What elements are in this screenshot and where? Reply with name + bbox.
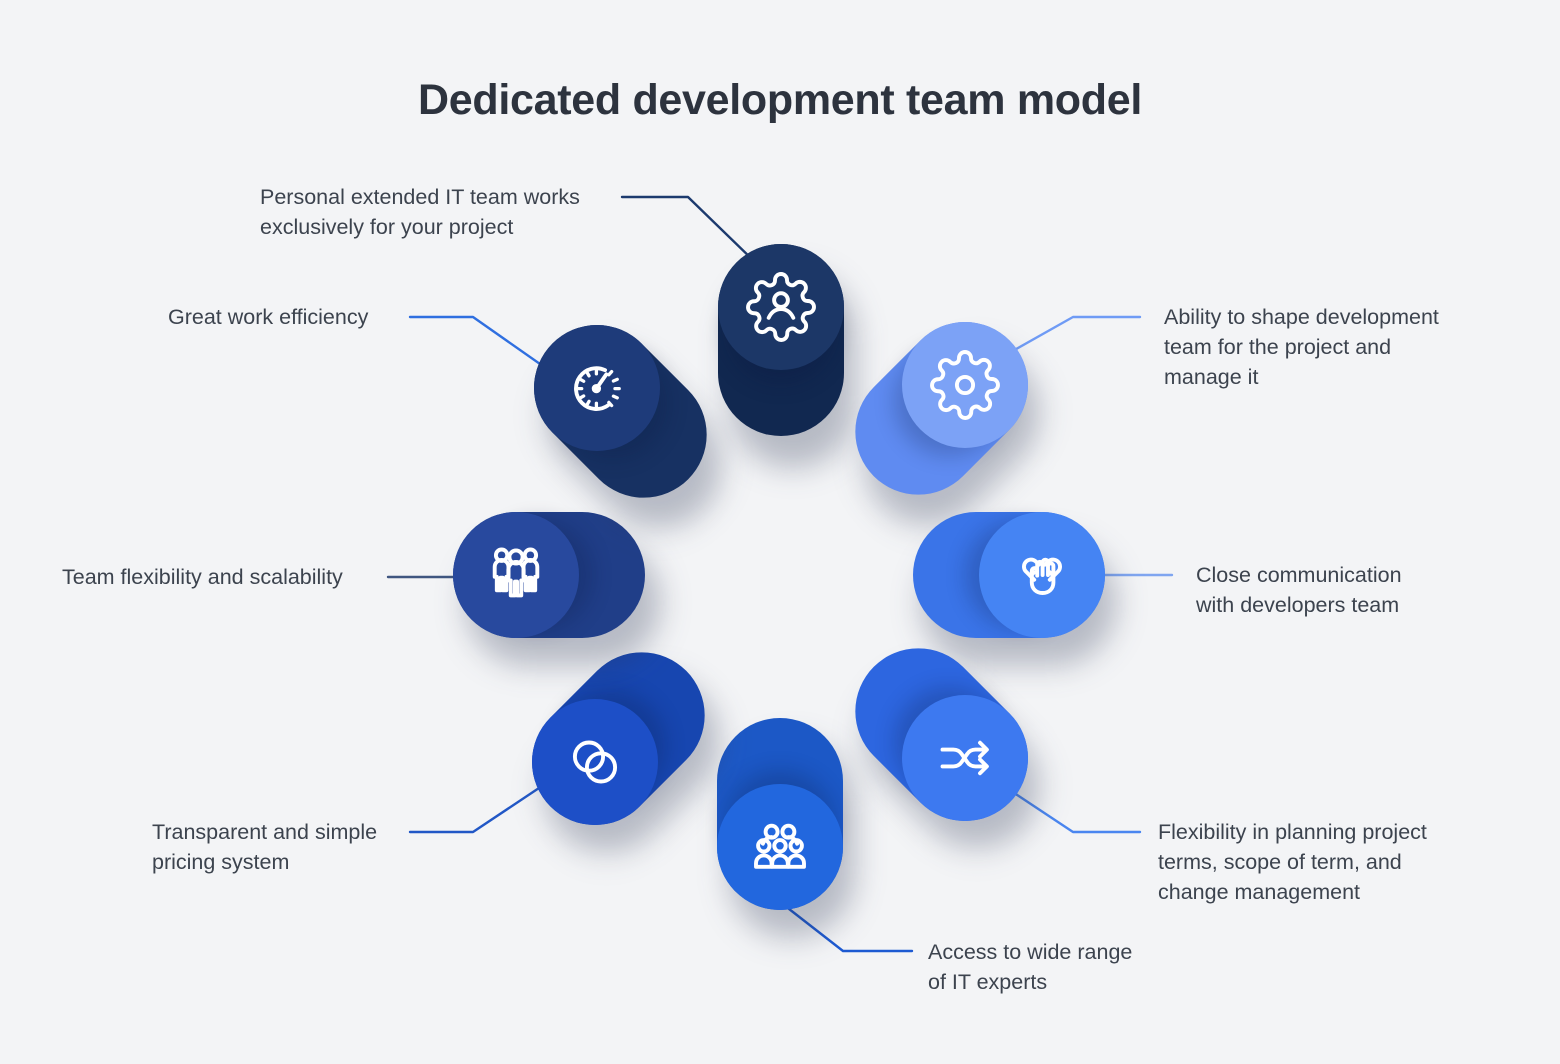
connector-line-ability	[1000, 315, 1142, 359]
three-people-icon	[492, 547, 540, 598]
pill-face-transparent-pricing	[532, 699, 658, 825]
pill-face-team-flexibility	[453, 512, 579, 638]
shuffle-arrows-icon	[940, 740, 989, 776]
gear-icon	[930, 350, 1000, 420]
connector-line-great-work	[408, 315, 562, 380]
overlapping-circles-icon	[572, 740, 618, 784]
pill-face-flexibility-planning	[902, 695, 1028, 821]
label-flexibility-planning: Flexibility in planning project terms, s…	[1158, 820, 1427, 904]
hands-together-icon	[1022, 557, 1062, 595]
pill-face-ability-shape-team	[902, 322, 1028, 448]
connector-line-access	[764, 889, 914, 953]
connector-line-flexibility	[988, 775, 1142, 834]
pill-face-personal-it-team	[718, 244, 844, 370]
label-transparent-pricing: Transparent and simple pricing system	[152, 820, 378, 874]
speedometer-icon	[574, 366, 621, 411]
connector-line-transparent	[408, 772, 562, 834]
pill-face-access-it-experts	[717, 784, 843, 910]
label-great-work-efficiency: Great work efficiency	[168, 305, 369, 329]
label-ability-shape-team: Ability to shape development team for th…	[1164, 305, 1439, 389]
label-close-communication: Close communication with developers team	[1196, 563, 1402, 617]
page-title: Dedicated development team model	[418, 76, 1142, 124]
connector-line-personal	[620, 195, 759, 266]
label-access-it-experts: Access to wide range of IT experts	[928, 940, 1133, 994]
label-personal-it-team: Personal extended IT team works exclusiv…	[260, 185, 580, 239]
pill-face-close-communication	[979, 512, 1105, 638]
user-gear-icon	[746, 272, 816, 342]
pill-face-great-work-efficiency	[534, 325, 660, 451]
people-group-icon	[754, 823, 806, 869]
label-team-flexibility: Team flexibility and scalability	[62, 565, 343, 589]
